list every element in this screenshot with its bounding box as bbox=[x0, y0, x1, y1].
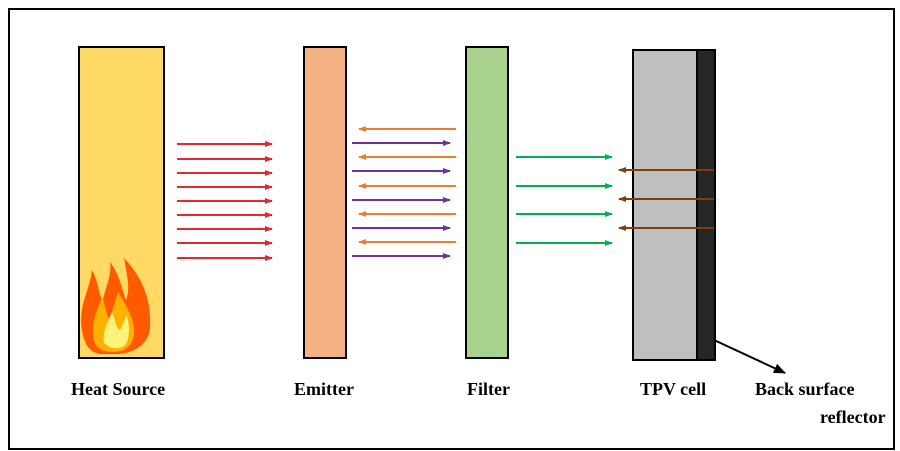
outer-border bbox=[8, 8, 895, 450]
flame-icon bbox=[81, 258, 151, 354]
purple-arrows bbox=[352, 140, 451, 259]
red-arrows bbox=[177, 141, 273, 261]
reflector-label: reflector bbox=[820, 407, 886, 427]
brown-arrows bbox=[618, 167, 714, 231]
filter-block bbox=[465, 46, 509, 359]
heat-source-label: Heat Source bbox=[71, 379, 166, 399]
reflector-pointer-arrow bbox=[713, 339, 786, 374]
tpv-cell-label: TPV cell bbox=[640, 379, 707, 399]
filter-label: Filter bbox=[467, 379, 510, 399]
emitter-label: Emitter bbox=[294, 379, 354, 399]
green-arrows bbox=[516, 154, 613, 246]
back-surface-reflector-block bbox=[696, 49, 716, 361]
orange-arrows bbox=[358, 126, 456, 245]
tpv-cell-block bbox=[632, 49, 698, 361]
back-surface-label: Back surface bbox=[755, 379, 855, 399]
emitter-block bbox=[303, 46, 347, 359]
